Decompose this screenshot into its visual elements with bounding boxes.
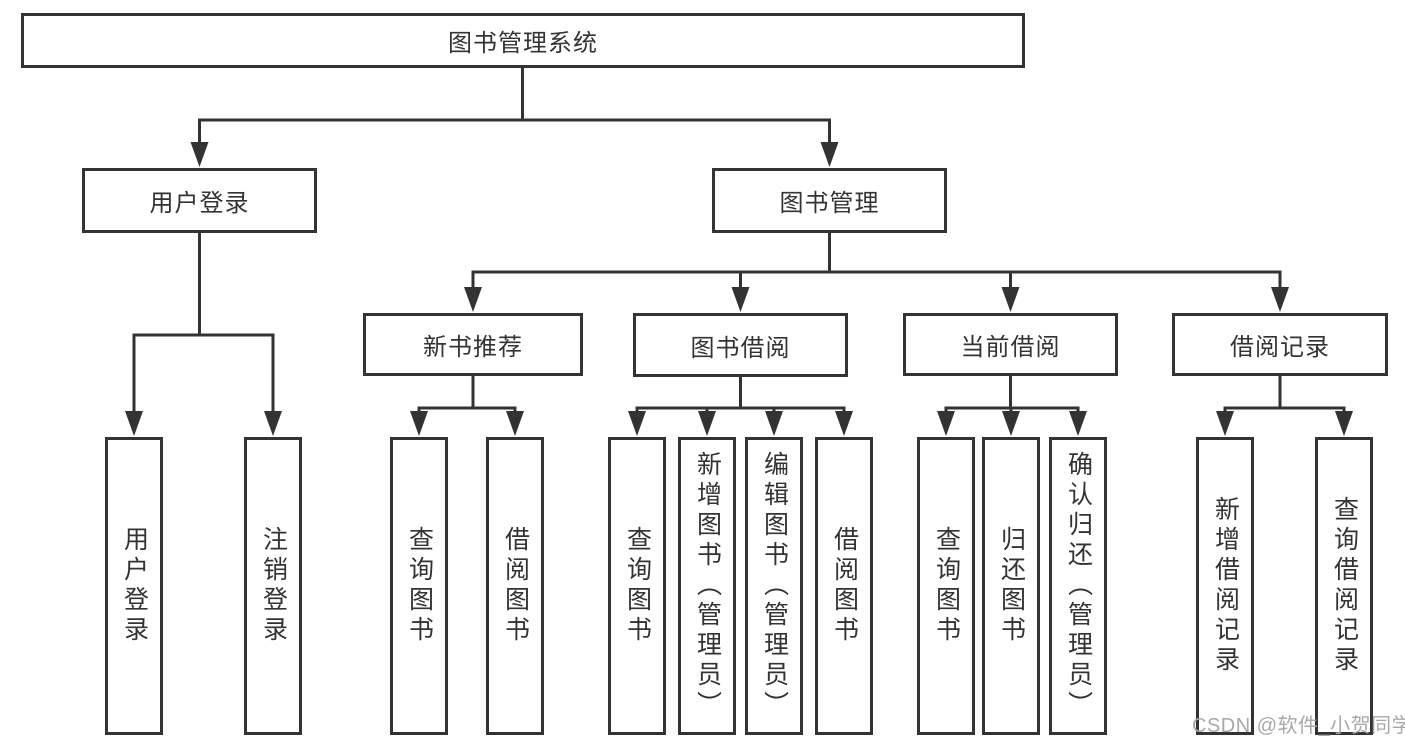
node-new-book-recommend: 新书推荐 [363, 313, 583, 376]
leaf-current-query-books: 查询图书 [917, 437, 975, 735]
leaf-label: 编辑图书（管理员） [760, 451, 789, 721]
leaf-label: 借阅图书 [501, 526, 530, 646]
leaf-label: 借阅图书 [830, 526, 859, 646]
leaf-recommend-borrow-books: 借阅图书 [486, 437, 544, 735]
leaf-label: 查询图书 [405, 526, 434, 646]
leaf-records-query-record: 查询借阅记录 [1315, 437, 1373, 735]
leaf-label: 新增图书（管理员） [693, 451, 722, 721]
leaf-current-confirm-return-admin: 确认归还（管理员） [1049, 437, 1107, 735]
leaf-borrow-edit-books-admin: 编辑图书（管理员） [745, 437, 803, 735]
leaf-borrow-query-books: 查询图书 [608, 437, 666, 735]
leaf-label: 注销登录 [259, 526, 288, 646]
node-library-management-system: 图书管理系统 [21, 13, 1025, 68]
leaf-current-return-books: 归还图书 [982, 437, 1040, 735]
leaf-records-add-record: 新增借阅记录 [1196, 437, 1254, 735]
leaf-logout: 注销登录 [244, 437, 302, 735]
leaf-label: 用户登录 [120, 526, 149, 646]
csdn-watermark: CSDN @软件_小贺同学 [1192, 715, 1405, 737]
node-borrow-records: 借阅记录 [1172, 313, 1388, 376]
leaf-label: 查询借阅记录 [1330, 496, 1359, 676]
node-book-borrow: 图书借阅 [633, 313, 848, 377]
leaf-label: 查询图书 [932, 526, 961, 646]
leaf-label: 归还图书 [997, 526, 1026, 646]
leaf-label: 查询图书 [623, 526, 652, 646]
leaf-borrow-borrow-books: 借阅图书 [815, 437, 873, 735]
node-book-management: 图书管理 [712, 168, 947, 233]
leaf-label: 确认归还（管理员） [1064, 451, 1093, 721]
leaf-recommend-query-books: 查询图书 [390, 437, 448, 735]
leaf-label: 新增借阅记录 [1211, 496, 1240, 676]
leaf-borrow-add-books-admin: 新增图书（管理员） [678, 437, 736, 735]
node-current-borrow: 当前借阅 [903, 313, 1118, 376]
leaf-user-login: 用户登录 [105, 437, 163, 735]
node-user-login: 用户登录 [82, 168, 317, 233]
